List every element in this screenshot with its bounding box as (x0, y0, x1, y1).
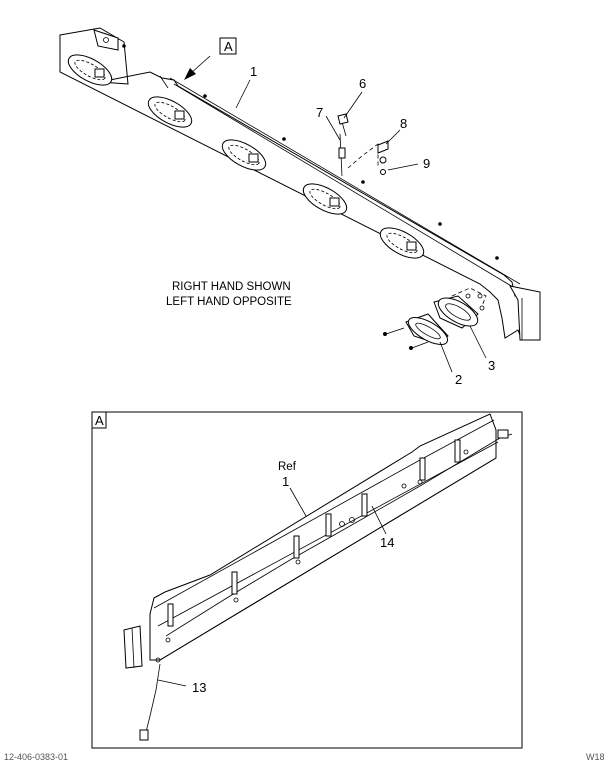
fastener-group-upper (337, 113, 389, 177)
main-panel-assembly (59, 27, 541, 373)
callout-2: 2 (455, 372, 462, 387)
marker-lamp-2 (147, 96, 193, 128)
footer-code: W18 (586, 752, 605, 761)
top-rail (169, 77, 521, 285)
marker-lamp-5 (379, 227, 425, 259)
detail-connectors (155, 449, 469, 663)
callout-14: 14 (380, 535, 394, 550)
note-right-hand: RIGHT HAND SHOWN (172, 281, 291, 293)
leader-lines-upper (235, 79, 487, 373)
callout-9: 9 (423, 156, 430, 171)
ref-label: Ref (278, 461, 297, 473)
callout-1: 1 (250, 64, 257, 79)
pigtail-connector (139, 729, 149, 741)
left-tab (93, 29, 119, 51)
pigtail-harness (145, 663, 161, 733)
callout-8: 8 (400, 116, 407, 131)
wiring-harness (165, 437, 501, 637)
marker-lamp-3 (221, 139, 267, 171)
lamp-brackets (167, 439, 461, 627)
callout-a-tag: A (224, 39, 233, 54)
footer-drawing-id: 12-406-0383-01 (4, 752, 68, 761)
replacement-lamp-parts (383, 287, 487, 350)
marker-lamp-1 (67, 54, 113, 86)
detail-frame (91, 411, 523, 749)
end-flange (509, 285, 541, 341)
marker-lamp-4 (302, 183, 348, 215)
callout-3: 3 (488, 358, 495, 373)
detail-label: A (95, 413, 104, 428)
rail-studs (122, 44, 499, 260)
callout-7: 7 (316, 105, 323, 120)
callout-13: 13 (192, 680, 206, 695)
detail-label-box (91, 411, 107, 429)
ref-number: 1 (282, 474, 289, 489)
callout-6: 6 (359, 76, 366, 91)
view-arrow-a (184, 37, 237, 80)
side-panel (59, 27, 541, 341)
note-left-hand: LEFT HAND OPPOSITE (166, 296, 292, 308)
detail-a-view (91, 411, 523, 749)
